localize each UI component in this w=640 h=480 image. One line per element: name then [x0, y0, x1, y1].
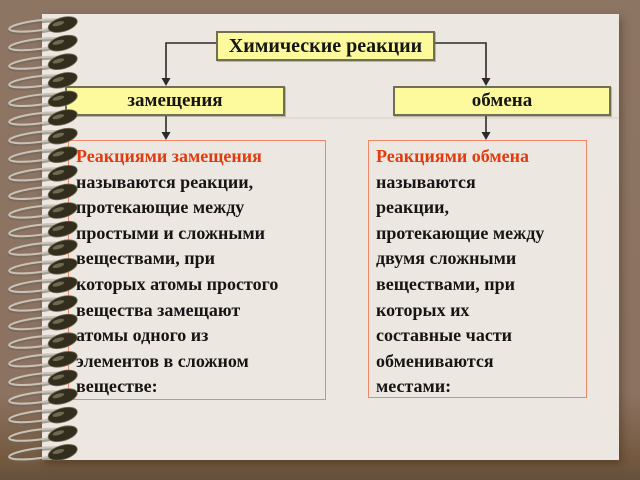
slide-title: Химические реакции	[228, 34, 423, 57]
definition-body-substitution: называются реакции, протекающие между пр…	[76, 171, 279, 397]
title-box: Химические реакции	[216, 31, 435, 61]
definition-box-exchange: Реакциями обмена называются реакции, про…	[368, 140, 587, 398]
definition-body-exchange: называются реакции, протекающие между дв…	[376, 171, 545, 397]
definition-heading-substitution: Реакциями замещения	[76, 146, 262, 166]
definition-box-substitution: Реакциями замещения называются реакции, …	[68, 140, 326, 400]
definition-heading-exchange: Реакциями обмена	[376, 146, 529, 166]
branch-box-exchange: обмена	[393, 86, 611, 116]
branch-label-substitution: замещения	[127, 90, 223, 111]
branch-label-exchange: обмена	[471, 90, 533, 111]
branch-box-substitution: замещения	[65, 86, 285, 116]
